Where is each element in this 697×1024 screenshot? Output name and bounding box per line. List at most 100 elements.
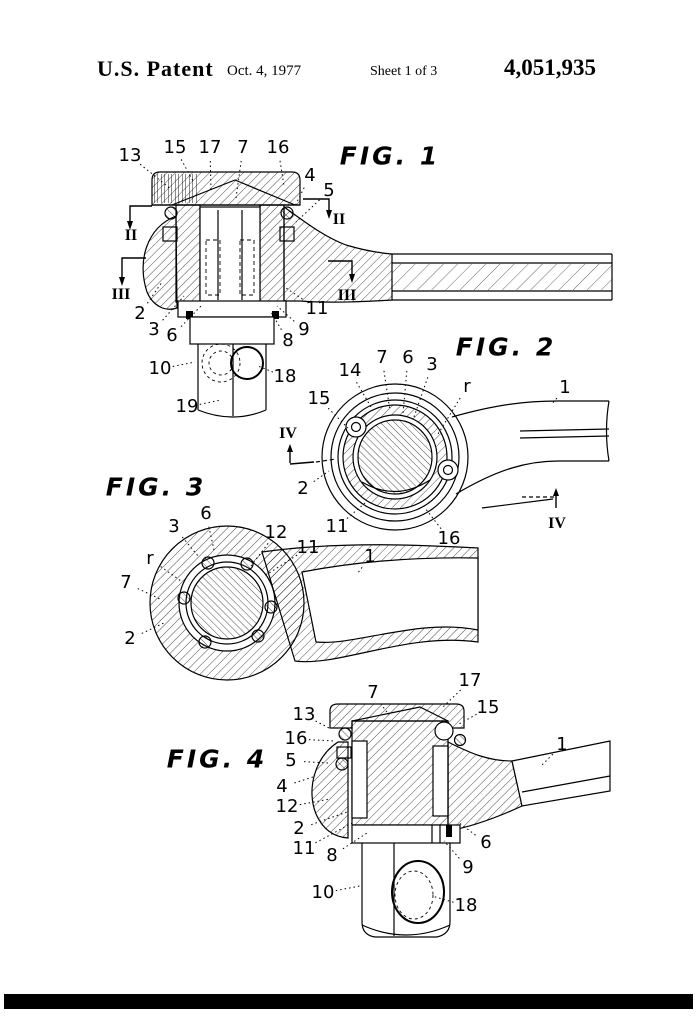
callout-fig2-r: r	[463, 376, 471, 397]
leader-line	[180, 305, 202, 328]
leader-line	[181, 536, 199, 557]
leader-line	[356, 381, 372, 408]
patent-header-number: 4,051,935	[504, 55, 596, 80]
callout-fig1-13: 13	[118, 145, 142, 166]
callout-fig4-9: 9	[462, 857, 474, 878]
leader-line	[270, 311, 282, 331]
leader-line	[308, 739, 336, 742]
leader-line	[294, 775, 317, 784]
callout-fig2-IV: IV	[548, 515, 566, 532]
callout-fig4-17: 17	[458, 670, 482, 691]
callout-fig1-15: 15	[163, 137, 187, 158]
callout-fig1-4: 4	[304, 165, 316, 186]
callout-fig2-6: 6	[402, 347, 414, 368]
callout-fig1-III: III	[337, 287, 357, 304]
callout-fig1-6: 6	[166, 325, 178, 346]
leader-line	[262, 554, 298, 578]
callout-fig1-10: 10	[148, 358, 172, 379]
callout-fig4-6: 6	[480, 832, 492, 853]
patent-header-date: Oct. 4, 1977	[227, 63, 302, 79]
callout-fig3-1: 1	[364, 546, 376, 567]
callout-fig4-13: 13	[292, 704, 316, 725]
leader-line	[208, 526, 215, 551]
leader-line	[199, 399, 222, 405]
leader-line	[383, 370, 391, 412]
callout-fig3-2: 2	[124, 628, 136, 649]
callout-fig2-IV: IV	[279, 425, 297, 442]
leader-line	[235, 160, 242, 199]
figure-title-fig2: FIG. 2	[455, 332, 557, 362]
callout-fig1-5: 5	[323, 180, 335, 201]
leader-line	[551, 397, 558, 405]
callout-fig2-11: 11	[325, 516, 349, 537]
callout-fig1-19: 19	[175, 396, 199, 417]
leader-line	[137, 588, 161, 600]
leader-line	[141, 621, 167, 634]
fig1-drawing	[119, 171, 613, 418]
callout-fig1-III: III	[111, 286, 131, 303]
leader-line	[540, 753, 554, 767]
callout-fig3-6: 6	[200, 503, 212, 524]
callout-fig4-5: 5	[285, 750, 297, 771]
callout-fig4-15: 15	[476, 697, 500, 718]
callout-fig3-r: r	[146, 548, 154, 569]
callout-fig1-16: 16	[266, 137, 290, 158]
leader-line	[402, 370, 408, 414]
callout-fig4-12: 12	[275, 796, 299, 817]
callout-fig2-1: 1	[559, 377, 571, 398]
figure-title-fig4: FIG. 4	[166, 744, 268, 774]
leader-line	[276, 305, 295, 322]
callout-fig2-7: 7	[376, 347, 388, 368]
callout-fig1-II: II	[332, 211, 346, 228]
callout-fig4-7: 7	[367, 682, 379, 703]
leader-line	[413, 377, 429, 418]
leader-line	[315, 821, 355, 844]
leader-line	[146, 281, 163, 304]
leader-line	[180, 159, 194, 182]
leader-line	[303, 761, 330, 764]
leader-line	[295, 199, 320, 223]
leader-line	[457, 821, 476, 836]
patent-header-title: U.S. Patent	[97, 56, 214, 81]
callout-fig1-3: 3	[148, 319, 160, 340]
callout-fig1-9: 9	[298, 319, 310, 340]
leader-line	[342, 832, 368, 850]
callout-fig4-1: 1	[556, 734, 568, 755]
leader-line	[424, 507, 442, 530]
leader-line	[327, 407, 349, 429]
callout-fig1-8: 8	[282, 330, 294, 351]
leader-line	[293, 187, 305, 209]
leader-line	[172, 361, 196, 367]
callout-fig2-15: 15	[307, 388, 331, 409]
callout-fig4-18: 18	[454, 895, 478, 916]
callout-fig4-8: 8	[326, 845, 338, 866]
callout-fig4-16: 16	[284, 728, 308, 749]
leader-line	[346, 502, 366, 519]
callout-fig4-4: 4	[276, 776, 288, 797]
leader-line	[311, 811, 348, 826]
callout-fig2-2: 2	[297, 478, 309, 499]
fig2-drawing	[287, 383, 610, 531]
callout-fig1-11: 11	[305, 298, 329, 319]
callout-fig1-18: 18	[273, 366, 297, 387]
figure-title-fig1: FIG. 1	[339, 141, 441, 171]
leader-line	[250, 543, 269, 567]
callout-fig3-11: 11	[296, 537, 320, 558]
callout-fig2-3: 3	[426, 354, 438, 375]
leader-line	[285, 287, 307, 303]
leader-line	[139, 163, 173, 191]
callout-fig3-12: 12	[264, 522, 288, 543]
callout-fig1-17: 17	[198, 137, 222, 158]
callout-fig1-7: 7	[237, 137, 249, 158]
leader-line	[335, 885, 361, 892]
callout-fig3-3: 3	[168, 516, 180, 537]
leader-line	[315, 720, 332, 730]
leader-line	[160, 566, 182, 582]
leader-line	[458, 713, 477, 725]
leader-line	[443, 840, 460, 859]
leader-line	[437, 397, 461, 435]
figure-title-fig3: FIG. 3	[105, 472, 207, 502]
